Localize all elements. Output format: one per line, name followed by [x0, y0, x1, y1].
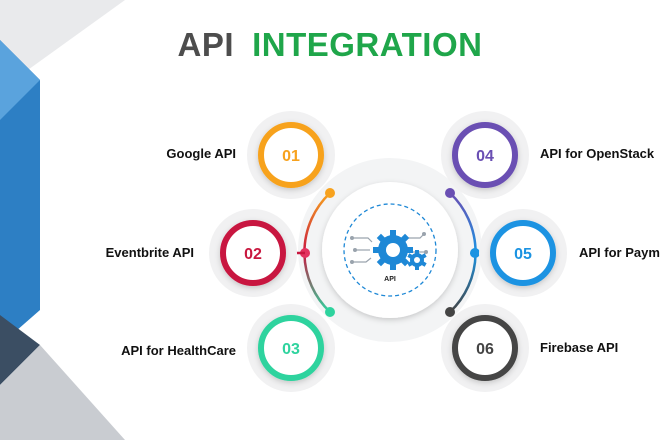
bg-blue-facet — [0, 40, 40, 120]
page-title: API INTEGRATION — [0, 26, 660, 64]
item-05-ring — [490, 220, 556, 286]
item-06: 06 — [441, 304, 529, 392]
item-06-ring — [452, 315, 518, 381]
bg-light-triangle-top — [0, 0, 125, 90]
item-03-ring — [258, 315, 324, 381]
item-05-label: API for Paym — [579, 245, 660, 260]
gears-circuit-icon — [350, 230, 428, 270]
item-04-number: 04 — [476, 148, 494, 165]
item-04-ring — [452, 122, 518, 188]
item-05-number: 05 — [514, 246, 532, 263]
bg-dark-triangle — [0, 315, 40, 385]
hub-label: API — [384, 276, 396, 283]
item-01-label: Google API — [166, 146, 236, 161]
connector-dot-03 — [325, 307, 335, 317]
connector-dot-01 — [325, 188, 335, 198]
item-06-label: Firebase API — [540, 340, 619, 355]
item-04-label: API for OpenStack — [540, 146, 655, 161]
item-02-label: Eventbrite API — [105, 245, 194, 260]
hub-dashed-ring — [343, 203, 437, 297]
item-06-number: 06 — [476, 341, 494, 358]
item-02-ring — [220, 220, 286, 286]
item-02-number: 02 — [244, 246, 262, 263]
item-03: 03 — [247, 304, 335, 392]
title-word-api: API — [177, 26, 235, 63]
item-01-number: 01 — [282, 148, 300, 165]
item-01-ring — [258, 122, 324, 188]
connector-dot-06 — [445, 307, 455, 317]
item-03-number: 03 — [282, 341, 300, 358]
item-04: 04 — [441, 111, 529, 199]
item-05: 05 — [479, 209, 567, 297]
hub — [322, 182, 458, 318]
item-02: 02 — [209, 209, 297, 297]
item-03-label: API for HealthCare — [121, 343, 236, 358]
connector-dot-04 — [445, 188, 455, 198]
item-01: 01 — [247, 111, 335, 199]
bg-grey-shape — [0, 345, 125, 440]
bg-blue-bar — [0, 40, 40, 345]
title-word-integration: INTEGRATION — [252, 26, 483, 63]
